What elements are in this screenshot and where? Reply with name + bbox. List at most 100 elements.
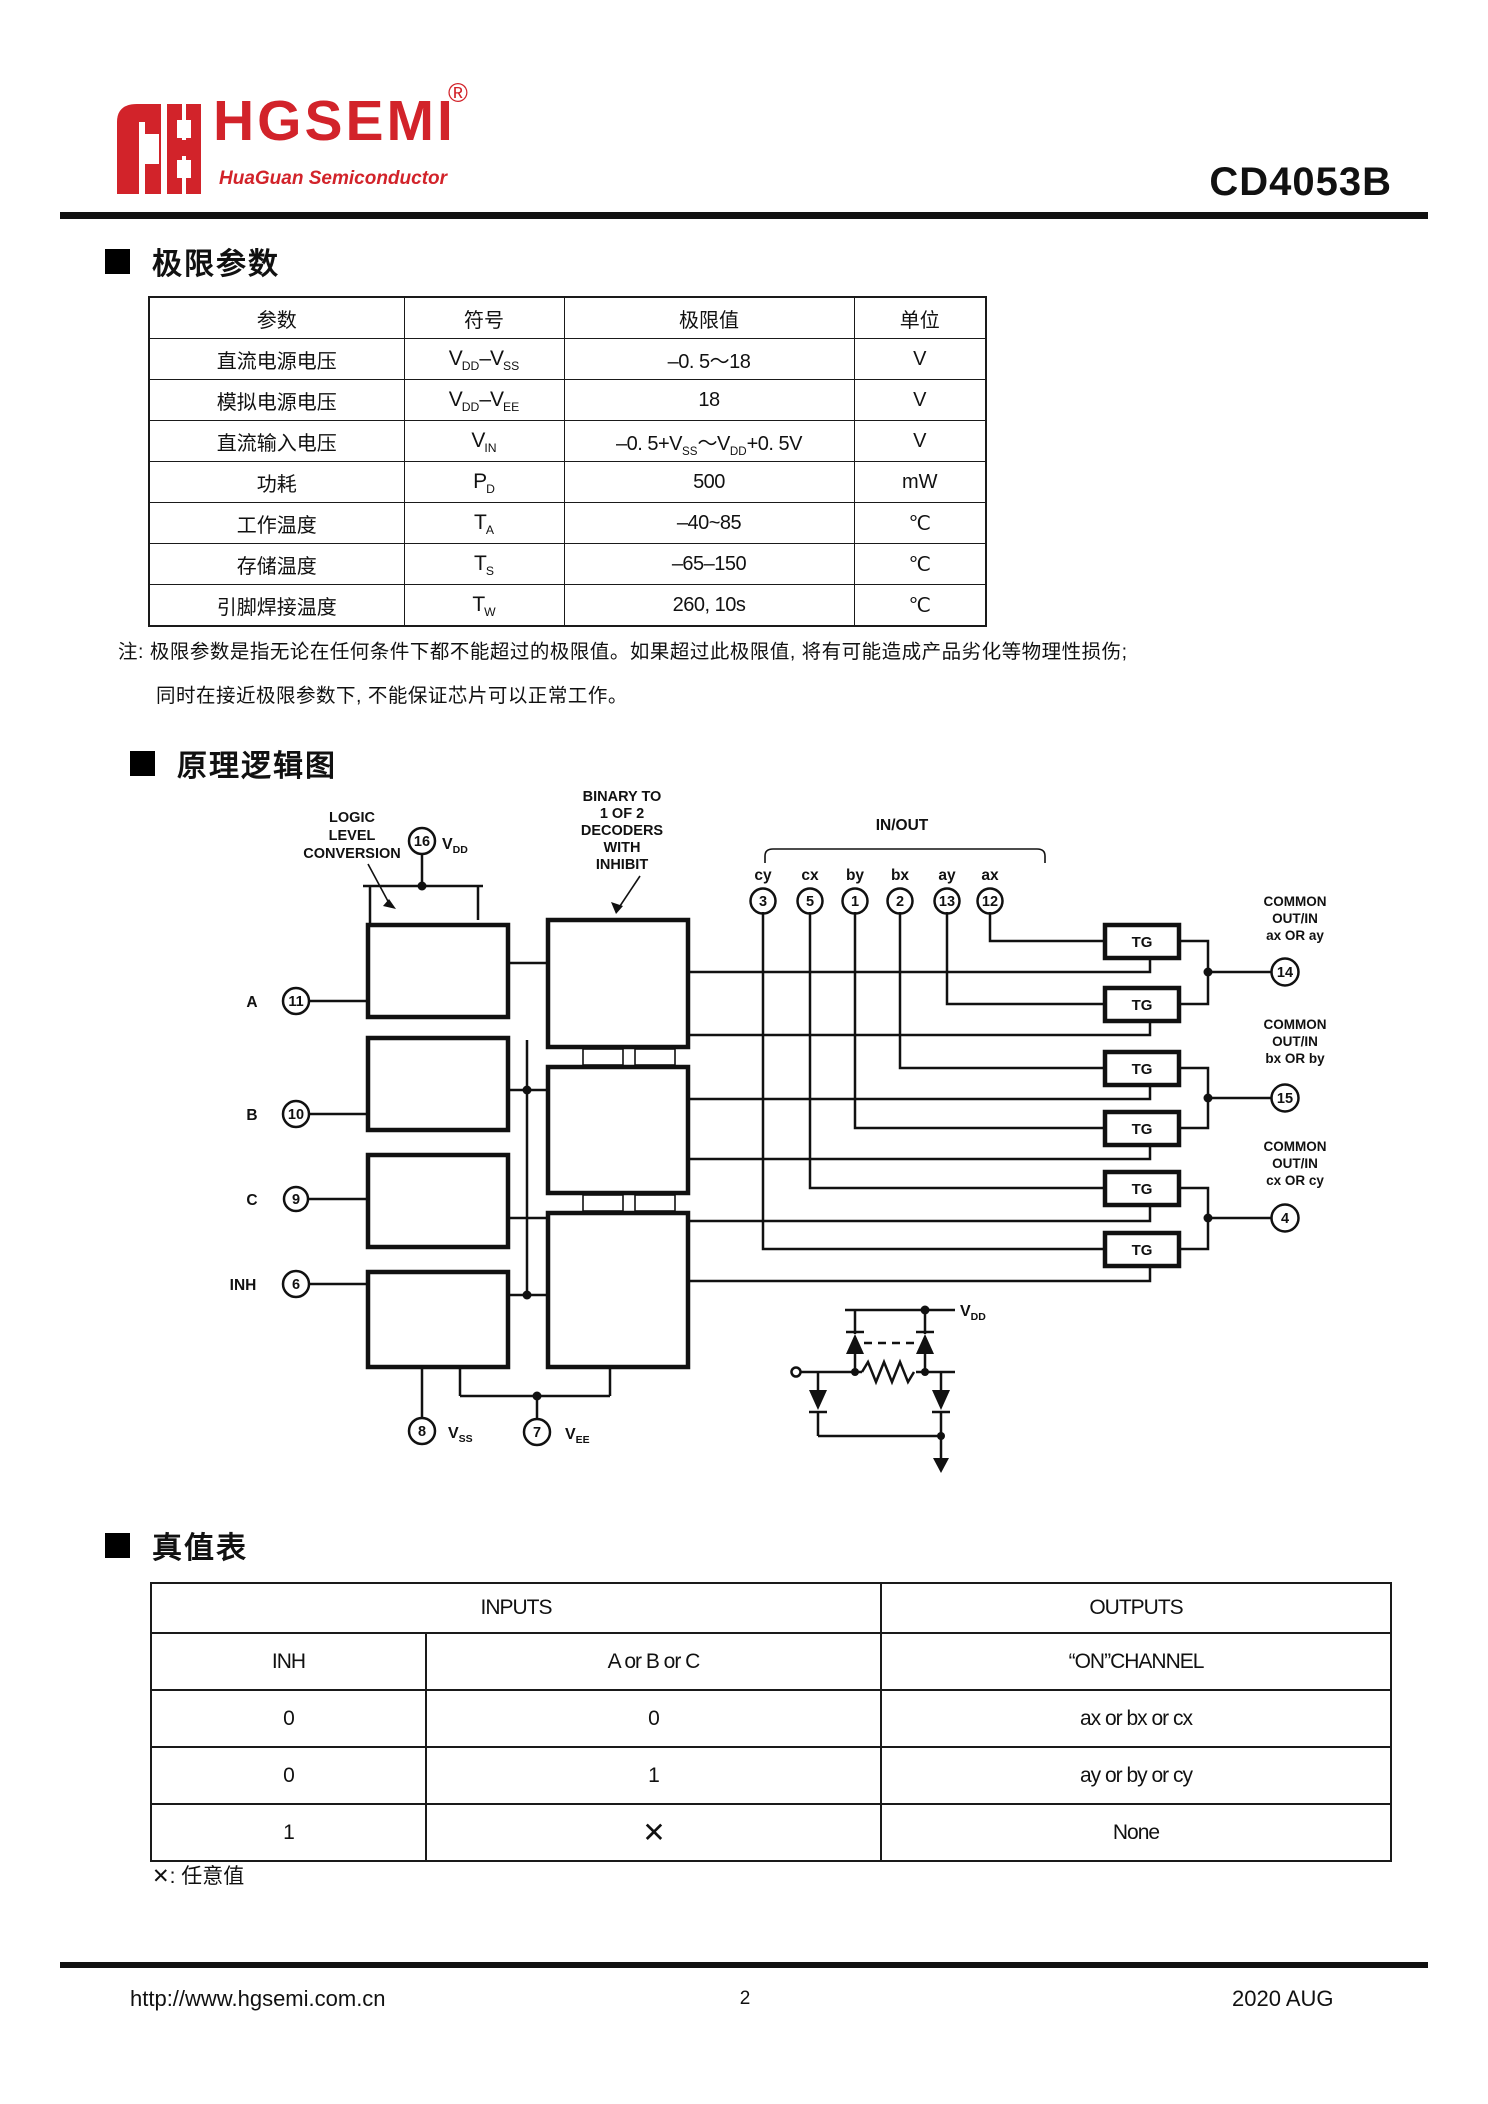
svg-text:12: 12 [982, 894, 998, 910]
protection-network: VDD [790, 1303, 986, 1473]
table-row: 存储温度 TS –65–150 ℃ [148, 543, 987, 585]
input-pin-inh: INH 6 [230, 1269, 311, 1299]
table-row: 0 0 ax or bx or cx [150, 1689, 1392, 1748]
vss-pin: 8 VSS [407, 1416, 473, 1446]
decoder-bridge [634, 1048, 676, 1066]
logic-box-c [365, 1152, 511, 1250]
inout-pin-cy: cy 3 [749, 867, 777, 915]
svg-text:1 OF 2: 1 OF 2 [600, 806, 644, 822]
vee-pin: 7 VEE [522, 1417, 590, 1447]
cell-unit: V [853, 420, 987, 462]
cell-param: 存储温度 [148, 543, 405, 585]
cell-channel: ax or bx or cx [880, 1689, 1392, 1748]
section-bullet [105, 249, 130, 274]
cell-abc: ✕ [425, 1803, 882, 1862]
svg-text:DECODERS: DECODERS [581, 823, 664, 839]
table-row: 0 1 ay or by or cy [150, 1746, 1392, 1805]
tg-box: TG [1102, 922, 1182, 961]
protection-vdd-label: VDD [960, 1303, 986, 1323]
footer-page-number: 2 [739, 1988, 751, 2009]
svg-text:cy: cy [754, 867, 772, 884]
limits-note: 注: 极限参数是指无论在任何条件下都不能超过的极限值。如果超过此极限值, 将有可… [118, 630, 1428, 718]
svg-text:cx OR cy: cx OR cy [1266, 1173, 1324, 1188]
cell-symbol: VDD–VSS [403, 338, 565, 380]
tg-box: TG [1102, 1230, 1182, 1269]
col-header-abc: A or B or C [425, 1632, 882, 1691]
table-row: 引脚焊接温度 TW 260, 10s ℃ [148, 584, 987, 627]
cell-unit: ℃ [853, 502, 987, 544]
diode-icon [916, 1334, 934, 1354]
svg-text:cx: cx [801, 867, 819, 884]
input-pin-a: A 11 [246, 986, 311, 1016]
footer-url: http://www.hgsemi.com.cn [130, 1986, 386, 2011]
cell-param: 直流输入电压 [148, 420, 405, 462]
input-pin-b: B 10 [246, 1099, 311, 1129]
cell-value: 260, 10s [563, 584, 855, 627]
svg-text:LOGIC: LOGIC [329, 810, 375, 826]
table-row: 功耗 PD 500 mW [148, 461, 987, 503]
cell-unit: V [853, 379, 987, 421]
diode-icon [932, 1390, 950, 1410]
svg-text:WITH: WITH [603, 840, 640, 856]
col-header-inh: INH [150, 1632, 427, 1691]
cell-param: 直流电源电压 [148, 338, 405, 380]
common-output-a: COMMON OUT/IN ax OR ay 14 [1264, 894, 1327, 987]
svg-text:BINARY TO: BINARY TO [583, 789, 662, 805]
svg-text:INHIBIT: INHIBIT [596, 857, 649, 873]
logic-box-a [365, 922, 511, 1020]
inout-pin-ax: ax 12 [976, 867, 1004, 915]
svg-text:3: 3 [759, 894, 767, 910]
arrow-icon [383, 899, 396, 909]
cell-symbol: VDD–VEE [403, 379, 565, 421]
brand-tagline: HuaGuan Semiconductor [219, 168, 448, 189]
junction-dots [417, 881, 1213, 1440]
cell-abc: 1 [425, 1746, 882, 1805]
table-row: 直流电源电压 VDD–VSS –0. 5～18 V [148, 338, 987, 380]
decoder-bridge [634, 1194, 676, 1212]
inout-bracket [764, 848, 1046, 863]
header-rule [60, 212, 1428, 219]
group-header-inputs: INPUTS [150, 1582, 882, 1634]
svg-text:COMMON: COMMON [1264, 1017, 1327, 1032]
note-line-2: 同时在接近极限参数下, 不能保证芯片可以正常工作。 [156, 685, 628, 707]
truth-table-note: ✕: 任意值 [152, 1865, 245, 1888]
decoder-bridge [582, 1048, 624, 1066]
pin-number: 16 [414, 834, 430, 850]
svg-text:14: 14 [1277, 965, 1293, 981]
svg-text:8: 8 [418, 1424, 426, 1440]
col-header-on-channel: “ON”CHANNEL [880, 1632, 1392, 1691]
diode-icon [809, 1390, 827, 1410]
cell-unit: ℃ [853, 543, 987, 585]
svg-text:ay: ay [938, 867, 956, 884]
svg-text:TG: TG [1132, 934, 1153, 951]
logic-box-inh [365, 1269, 511, 1370]
cell-inh: 0 [150, 1746, 427, 1805]
resistor-icon [860, 1358, 916, 1386]
cell-param: 引脚焊接温度 [148, 584, 405, 627]
vdd-pin: 16 VDD [407, 826, 468, 856]
col-header-unit: 单位 [853, 296, 987, 339]
svg-text:ax: ax [981, 867, 999, 884]
inout-pin-cx: cx 5 [796, 867, 824, 915]
svg-text:INH: INH [230, 1277, 257, 1294]
truth-col-header-row: INH A or B or C “ON”CHANNEL [150, 1632, 1392, 1691]
group-header-outputs: OUTPUTS [880, 1582, 1392, 1634]
cell-symbol: PD [403, 461, 565, 503]
svg-text:10: 10 [288, 1107, 304, 1123]
cell-param: 功耗 [148, 461, 405, 503]
cell-value: 18 [563, 379, 855, 421]
cell-param: 模拟电源电压 [148, 379, 405, 421]
svg-text:COMMON: COMMON [1264, 894, 1327, 909]
cell-value: 500 [563, 461, 855, 503]
cell-symbol: TA [403, 502, 565, 544]
cell-channel: None [880, 1803, 1392, 1862]
limits-table: 参数 符号 极限值 单位 直流电源电压 VDD–VSS –0. 5～18 V 模… [148, 296, 987, 627]
svg-text:LEVEL: LEVEL [329, 828, 376, 844]
hgsemi-logo-mark [117, 104, 201, 194]
cell-value: –0. 5+VSS～VDD+0. 5V [563, 420, 855, 462]
table-row: 直流输入电压 VIN –0. 5+VSS～VDD+0. 5V V [148, 420, 987, 462]
logic-diagram: 16 VDD LOGIC LEVEL CONVERSION BINARY TO … [230, 789, 1327, 1473]
svg-text:ax OR ay: ax OR ay [1266, 928, 1324, 943]
table-row: 模拟电源电压 VDD–VEE 18 V [148, 379, 987, 421]
